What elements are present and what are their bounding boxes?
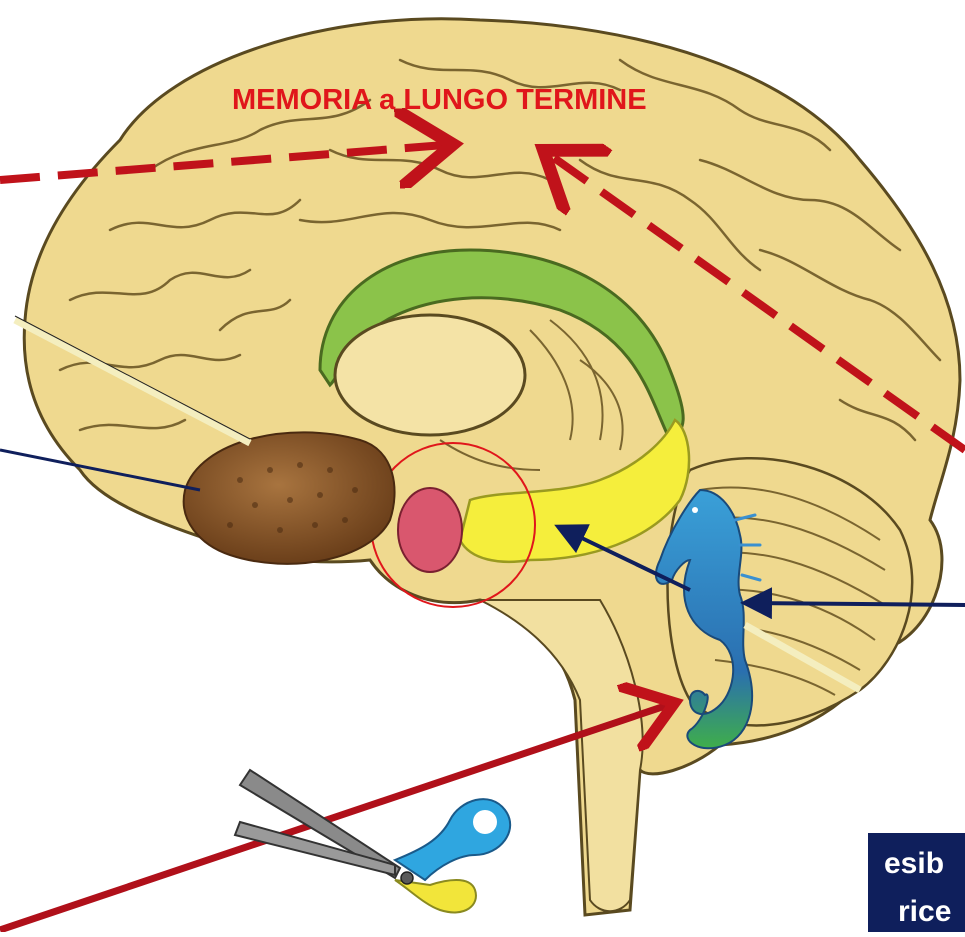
caption-line-2: rice — [898, 895, 951, 929]
brainstem — [480, 600, 643, 911]
long-term-memory-label: MEMORIA a LUNGO TERMINE — [232, 84, 647, 117]
navy-arrow-to-seahorse — [752, 603, 965, 605]
solid-arrow-bottom — [0, 705, 668, 930]
scissors-icon — [235, 770, 510, 912]
amygdala — [398, 488, 462, 572]
cerebrum-shape — [24, 19, 960, 915]
thalamus — [335, 315, 525, 435]
caption-box: esib rice — [868, 833, 965, 932]
caption-line-1: esib — [884, 847, 944, 881]
